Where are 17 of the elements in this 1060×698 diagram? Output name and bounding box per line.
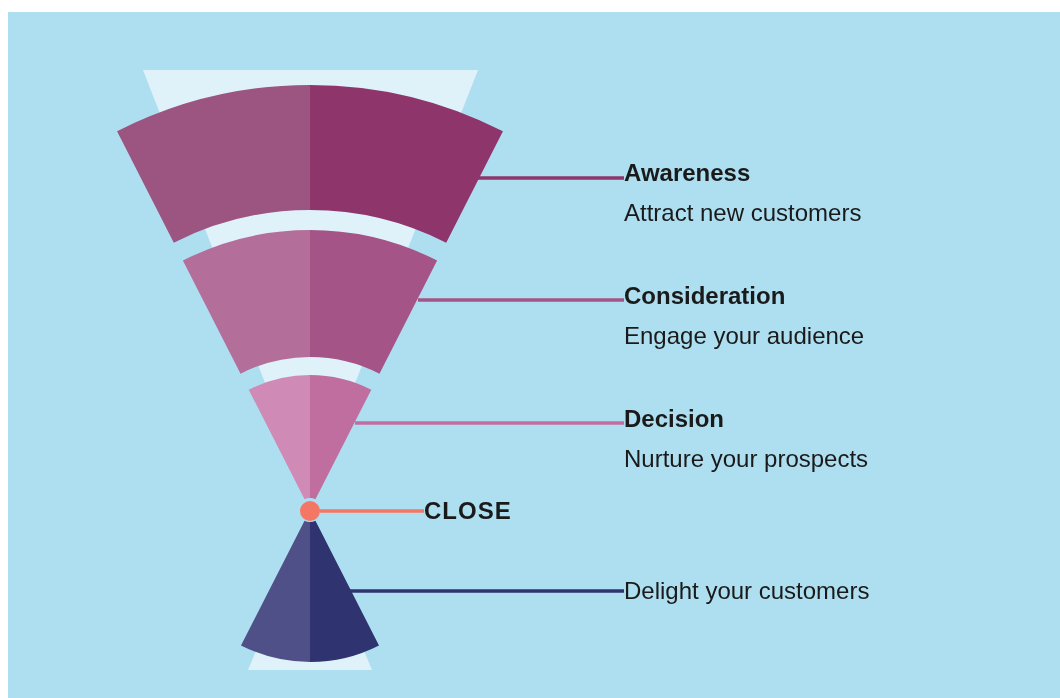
leader-line <box>320 509 424 513</box>
funnel-segment <box>117 85 503 243</box>
stage-description: Nurture your prospects <box>624 444 869 474</box>
funnel-cone <box>241 520 379 662</box>
stage-title: CLOSE <box>424 496 512 526</box>
stage-description: Delight your customers <box>624 576 870 606</box>
stage-title: Consideration <box>624 281 787 311</box>
stage-title: Awareness <box>624 158 752 188</box>
stage-title: Decision <box>624 404 726 434</box>
leader-line <box>349 589 624 593</box>
funnel-segment <box>182 230 438 374</box>
stage-description: Attract new customers <box>624 198 862 228</box>
leader-line <box>355 421 624 425</box>
close-dot <box>300 501 320 521</box>
leader-line <box>418 298 624 302</box>
funnel-segment <box>248 375 372 500</box>
stage-description: Engage your audience <box>624 321 865 351</box>
